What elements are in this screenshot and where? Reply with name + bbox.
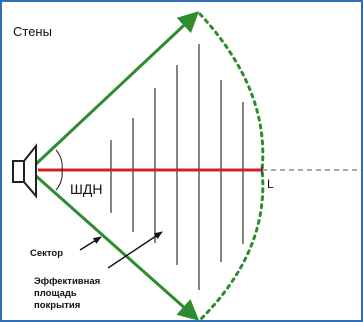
coverage-hatching <box>110 44 244 290</box>
walls-label: Стены <box>13 24 52 39</box>
beam-angle-arc <box>55 149 63 171</box>
beam-width-label: ШДН <box>70 181 102 197</box>
sector-edge-lower <box>35 174 200 321</box>
range-label: L <box>267 177 274 191</box>
coverage-label-line3: покрытия <box>34 300 80 311</box>
coverage-label-line1: Эффективная <box>34 276 100 287</box>
sector-label: Сектор <box>30 248 63 259</box>
sector-pointer-arrow <box>79 236 102 251</box>
beam-angle-arc-lower <box>55 169 63 191</box>
loudspeaker-icon <box>12 143 37 199</box>
sector-edge-upper <box>34 11 200 166</box>
coverage-arc <box>198 12 265 322</box>
coverage-label-line2: площадь <box>34 288 77 299</box>
coverage-pointer-arrow <box>107 231 163 269</box>
